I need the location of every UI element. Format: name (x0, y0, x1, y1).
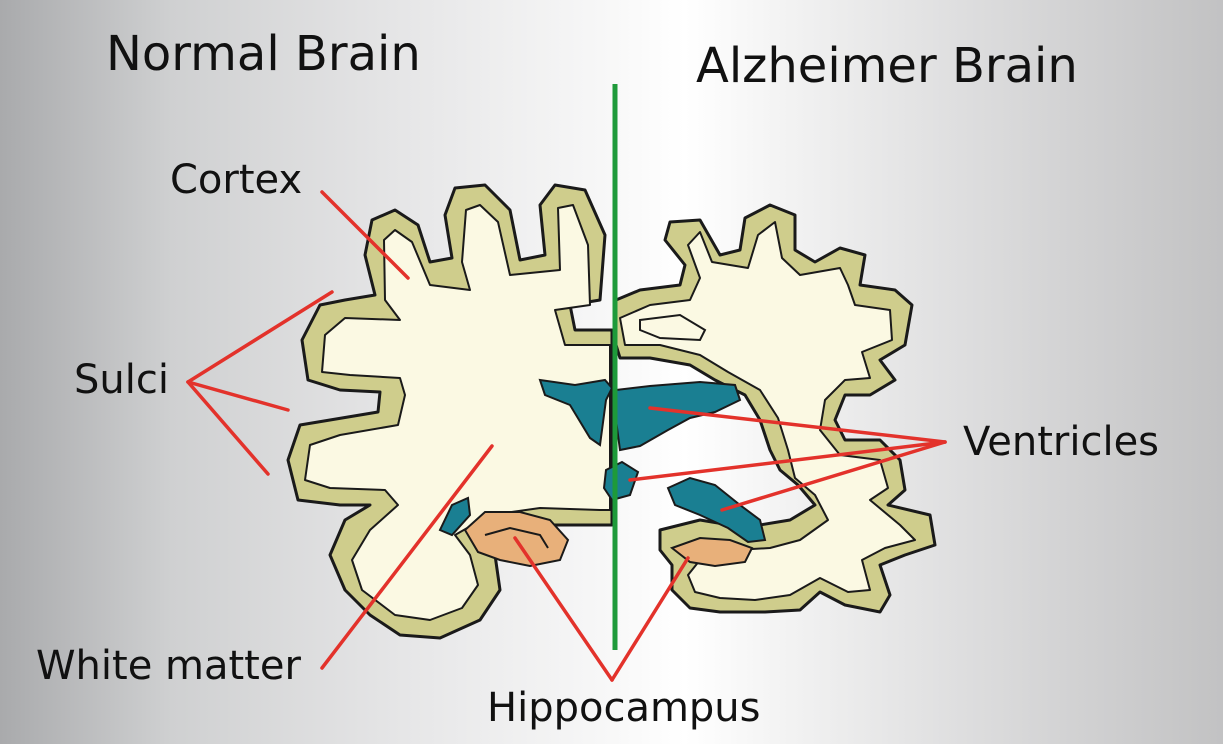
leader-sulci-1 (186, 290, 334, 384)
leader-lines (186, 190, 947, 682)
normal-ventricle-lower (438, 496, 472, 537)
leader-cortex (320, 190, 410, 280)
alzheimer-ventricle-lower (666, 476, 767, 544)
normal-hippocampus-fold (484, 526, 549, 549)
label-ventricles: Ventricles (963, 419, 1160, 465)
alzheimer-brain (602, 203, 937, 614)
leader-ventricles-1 (648, 406, 947, 444)
title-normal-brain: Normal Brain (106, 26, 421, 82)
leader-sulci-3 (186, 380, 270, 476)
alzheimer-white-matter (619, 221, 916, 601)
leader-ventricles-3 (720, 440, 947, 512)
leader-sulci-2 (186, 380, 290, 412)
normal-brain (286, 183, 614, 640)
label-sulci: Sulci (74, 357, 169, 403)
leader-hippocampus-1 (513, 536, 614, 682)
leader-white-matter (320, 444, 494, 670)
alzheimer-hippocampus (669, 536, 754, 568)
label-hippocampus: Hippocampus (487, 685, 761, 731)
label-white-matter: White matter (36, 643, 301, 689)
normal-white-matter (304, 204, 611, 621)
alzheimer-upper-fold (639, 313, 707, 342)
title-alzheimer-brain: Alzheimer Brain (696, 38, 1078, 94)
normal-ventricle (538, 378, 614, 447)
leader-hippocampus-2 (610, 556, 690, 682)
leader-ventricles-2 (628, 440, 947, 482)
label-cortex: Cortex (170, 157, 303, 203)
